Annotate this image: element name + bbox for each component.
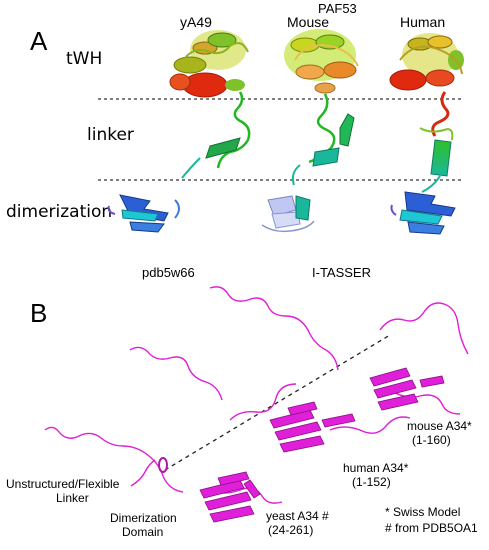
region-label-linker: linker: [87, 125, 134, 145]
note-pdb5oa1: # from PDB5OA1: [385, 521, 478, 535]
label-unstructured-line1: Unstructured/Flexible: [6, 477, 120, 491]
label-dimerization-line2: Domain: [122, 525, 163, 539]
mouse-dimerization-domain: [261, 195, 315, 233]
paf53-header: PAF53: [318, 1, 357, 16]
structure-ya49: [107, 30, 251, 233]
yeast-a34-domain: [199, 471, 261, 523]
note-swiss-model: * Swiss Model: [385, 505, 460, 519]
panel-b: B pdb5w66 I-TASSER: [6, 265, 478, 539]
source-label-itasser: I-TASSER: [312, 265, 371, 280]
label-human-line1: human A34*: [343, 461, 409, 475]
source-label-pdb5w66: pdb5w66: [142, 265, 195, 280]
panel-a-letter: A: [30, 26, 48, 56]
divider-linker-domain: [164, 334, 391, 471]
human-linker-helix: [430, 139, 452, 177]
label-yeast-line1: yeast A34 #: [266, 509, 329, 523]
label-mouse-line2: (1-160): [412, 433, 451, 447]
human-a34-domain: [269, 401, 356, 453]
label-yeast-line2: (24-261): [268, 523, 313, 537]
structure-human: [389, 33, 464, 235]
label-unstructured-line2: Linker: [56, 491, 89, 505]
label-dimerization-line1: Dimerization: [110, 511, 177, 525]
panel-b-letter: B: [30, 298, 47, 328]
human-dimerization-domain: [390, 191, 456, 235]
ya49-dimerization-domain: [107, 194, 180, 233]
human-twh-domain: [389, 33, 464, 91]
label-human-line2: (1-152): [352, 475, 391, 489]
species-label-ya49: yA49: [180, 14, 212, 30]
human-linker-start: [431, 91, 450, 137]
linker-helix-marker: [158, 457, 168, 473]
species-label-mouse: Mouse: [287, 14, 329, 30]
region-label-dimerization: dimerization: [6, 202, 112, 222]
structure-mouse: [261, 29, 359, 233]
ya49-linker-helix: [216, 91, 251, 169]
mouse-a34-domain: [369, 367, 445, 411]
region-label-twh: tWH: [66, 49, 102, 69]
panel-a: A PAF53 yA49 Mouse Human tWH linker dime…: [6, 1, 464, 235]
ya49-twh-domain: [169, 30, 249, 98]
mouse-twh-domain: [284, 29, 359, 94]
label-mouse-line1: mouse A34*: [407, 419, 472, 433]
species-label-human: Human: [400, 14, 445, 30]
